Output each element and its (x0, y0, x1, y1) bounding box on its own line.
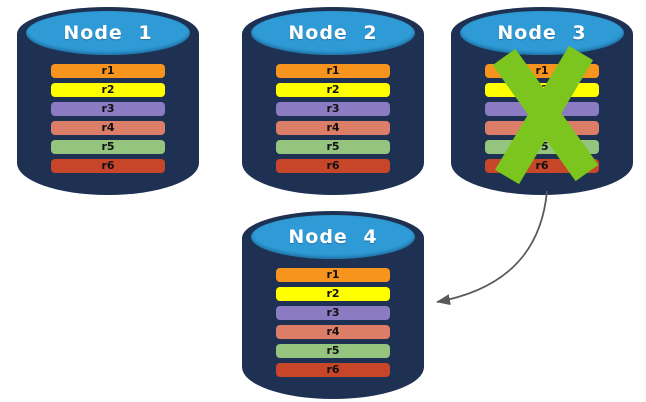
row-bar-r3: r3 (276, 306, 390, 320)
row-bar-r6: r6 (51, 159, 165, 173)
row-bar-r2: r2 (276, 83, 390, 97)
cylinder-top-ellipse: Node 2 (251, 11, 415, 55)
row-bar-r2: r2 (276, 287, 390, 301)
row-bar-r4: r4 (276, 325, 390, 339)
row-stack: r1 r2 r3 r4 r5 r6 (276, 268, 390, 382)
row-bar-r4: r4 (276, 121, 390, 135)
row-bar-r3: r3 (276, 102, 390, 116)
row-bar-r5: r5 (276, 140, 390, 154)
cylinder-top-ellipse: Node 3 (460, 11, 624, 55)
cylinder-top-ellipse: Node 4 (251, 215, 415, 259)
row-bar-r3: r3 (51, 102, 165, 116)
node-1: Node 1 r1 r2 r3 r4 r5 r6 (17, 7, 199, 195)
row-bar-r6: r6 (276, 159, 390, 173)
cylinder-top-ellipse: Node 1 (26, 11, 190, 55)
row-bar-r5: r5 (51, 140, 165, 154)
row-stack: r1 r2 r3 r4 r5 r6 (276, 64, 390, 178)
node-label: Node 1 (63, 22, 153, 44)
row-bar-r4: r4 (51, 121, 165, 135)
row-bar-r1: r1 (276, 64, 390, 78)
row-bar-r2: r2 (51, 83, 165, 97)
row-bar-r1: r1 (51, 64, 165, 78)
row-bar-r1: r1 (276, 268, 390, 282)
node-label: Node 2 (288, 22, 378, 44)
row-bar-r6: r6 (276, 363, 390, 377)
node-label: Node 3 (497, 22, 587, 44)
row-bar-r5: r5 (276, 344, 390, 358)
failure-x-icon (492, 45, 599, 185)
row-stack: r1 r2 r3 r4 r5 r6 (51, 64, 165, 178)
node-4: Node 4 r1 r2 r3 r4 r5 r6 (242, 211, 424, 399)
node-2: Node 2 r1 r2 r3 r4 r5 r6 (242, 7, 424, 195)
node-label: Node 4 (288, 226, 378, 248)
